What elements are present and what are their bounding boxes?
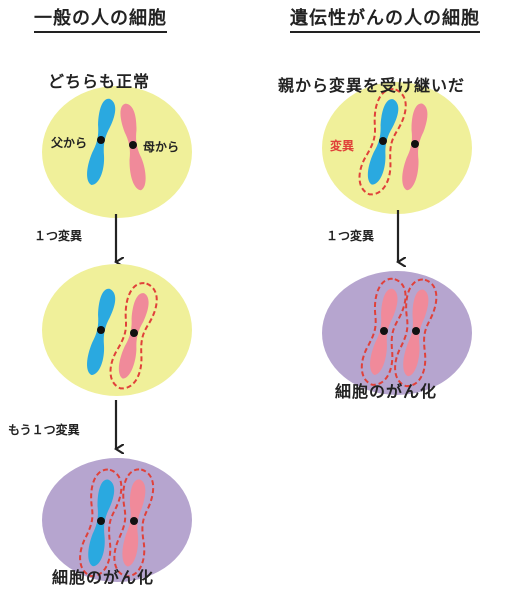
left-caption-top: どちらも正常 <box>48 72 151 91</box>
right-cell-inherited <box>322 82 472 214</box>
centromere-dot <box>129 141 137 149</box>
left-cell-normal <box>42 86 192 218</box>
left-step2-label: もう１つ変異 <box>8 423 80 437</box>
centromere-dot <box>97 136 105 144</box>
right-step1-label: １つ変異 <box>326 229 375 243</box>
right-caption-top: 親から変異を受け継いだ <box>278 76 466 95</box>
left-cell-cancer <box>42 458 192 582</box>
left-title: 一般の人の細胞 <box>34 10 167 33</box>
left-result-label: 細胞のがん化 <box>52 568 155 587</box>
label-mother: 母から <box>143 140 180 154</box>
right-cell-cancer <box>322 271 472 395</box>
left-step1-label: １つ変異 <box>34 229 83 243</box>
left-cell-one-mutation <box>42 264 192 396</box>
label-father: 父から <box>51 136 88 150</box>
label-mutation: 変異 <box>330 139 355 153</box>
right-result-label: 細胞のがん化 <box>335 382 438 401</box>
right-title: 遺伝性がんの人の細胞 <box>290 10 480 33</box>
